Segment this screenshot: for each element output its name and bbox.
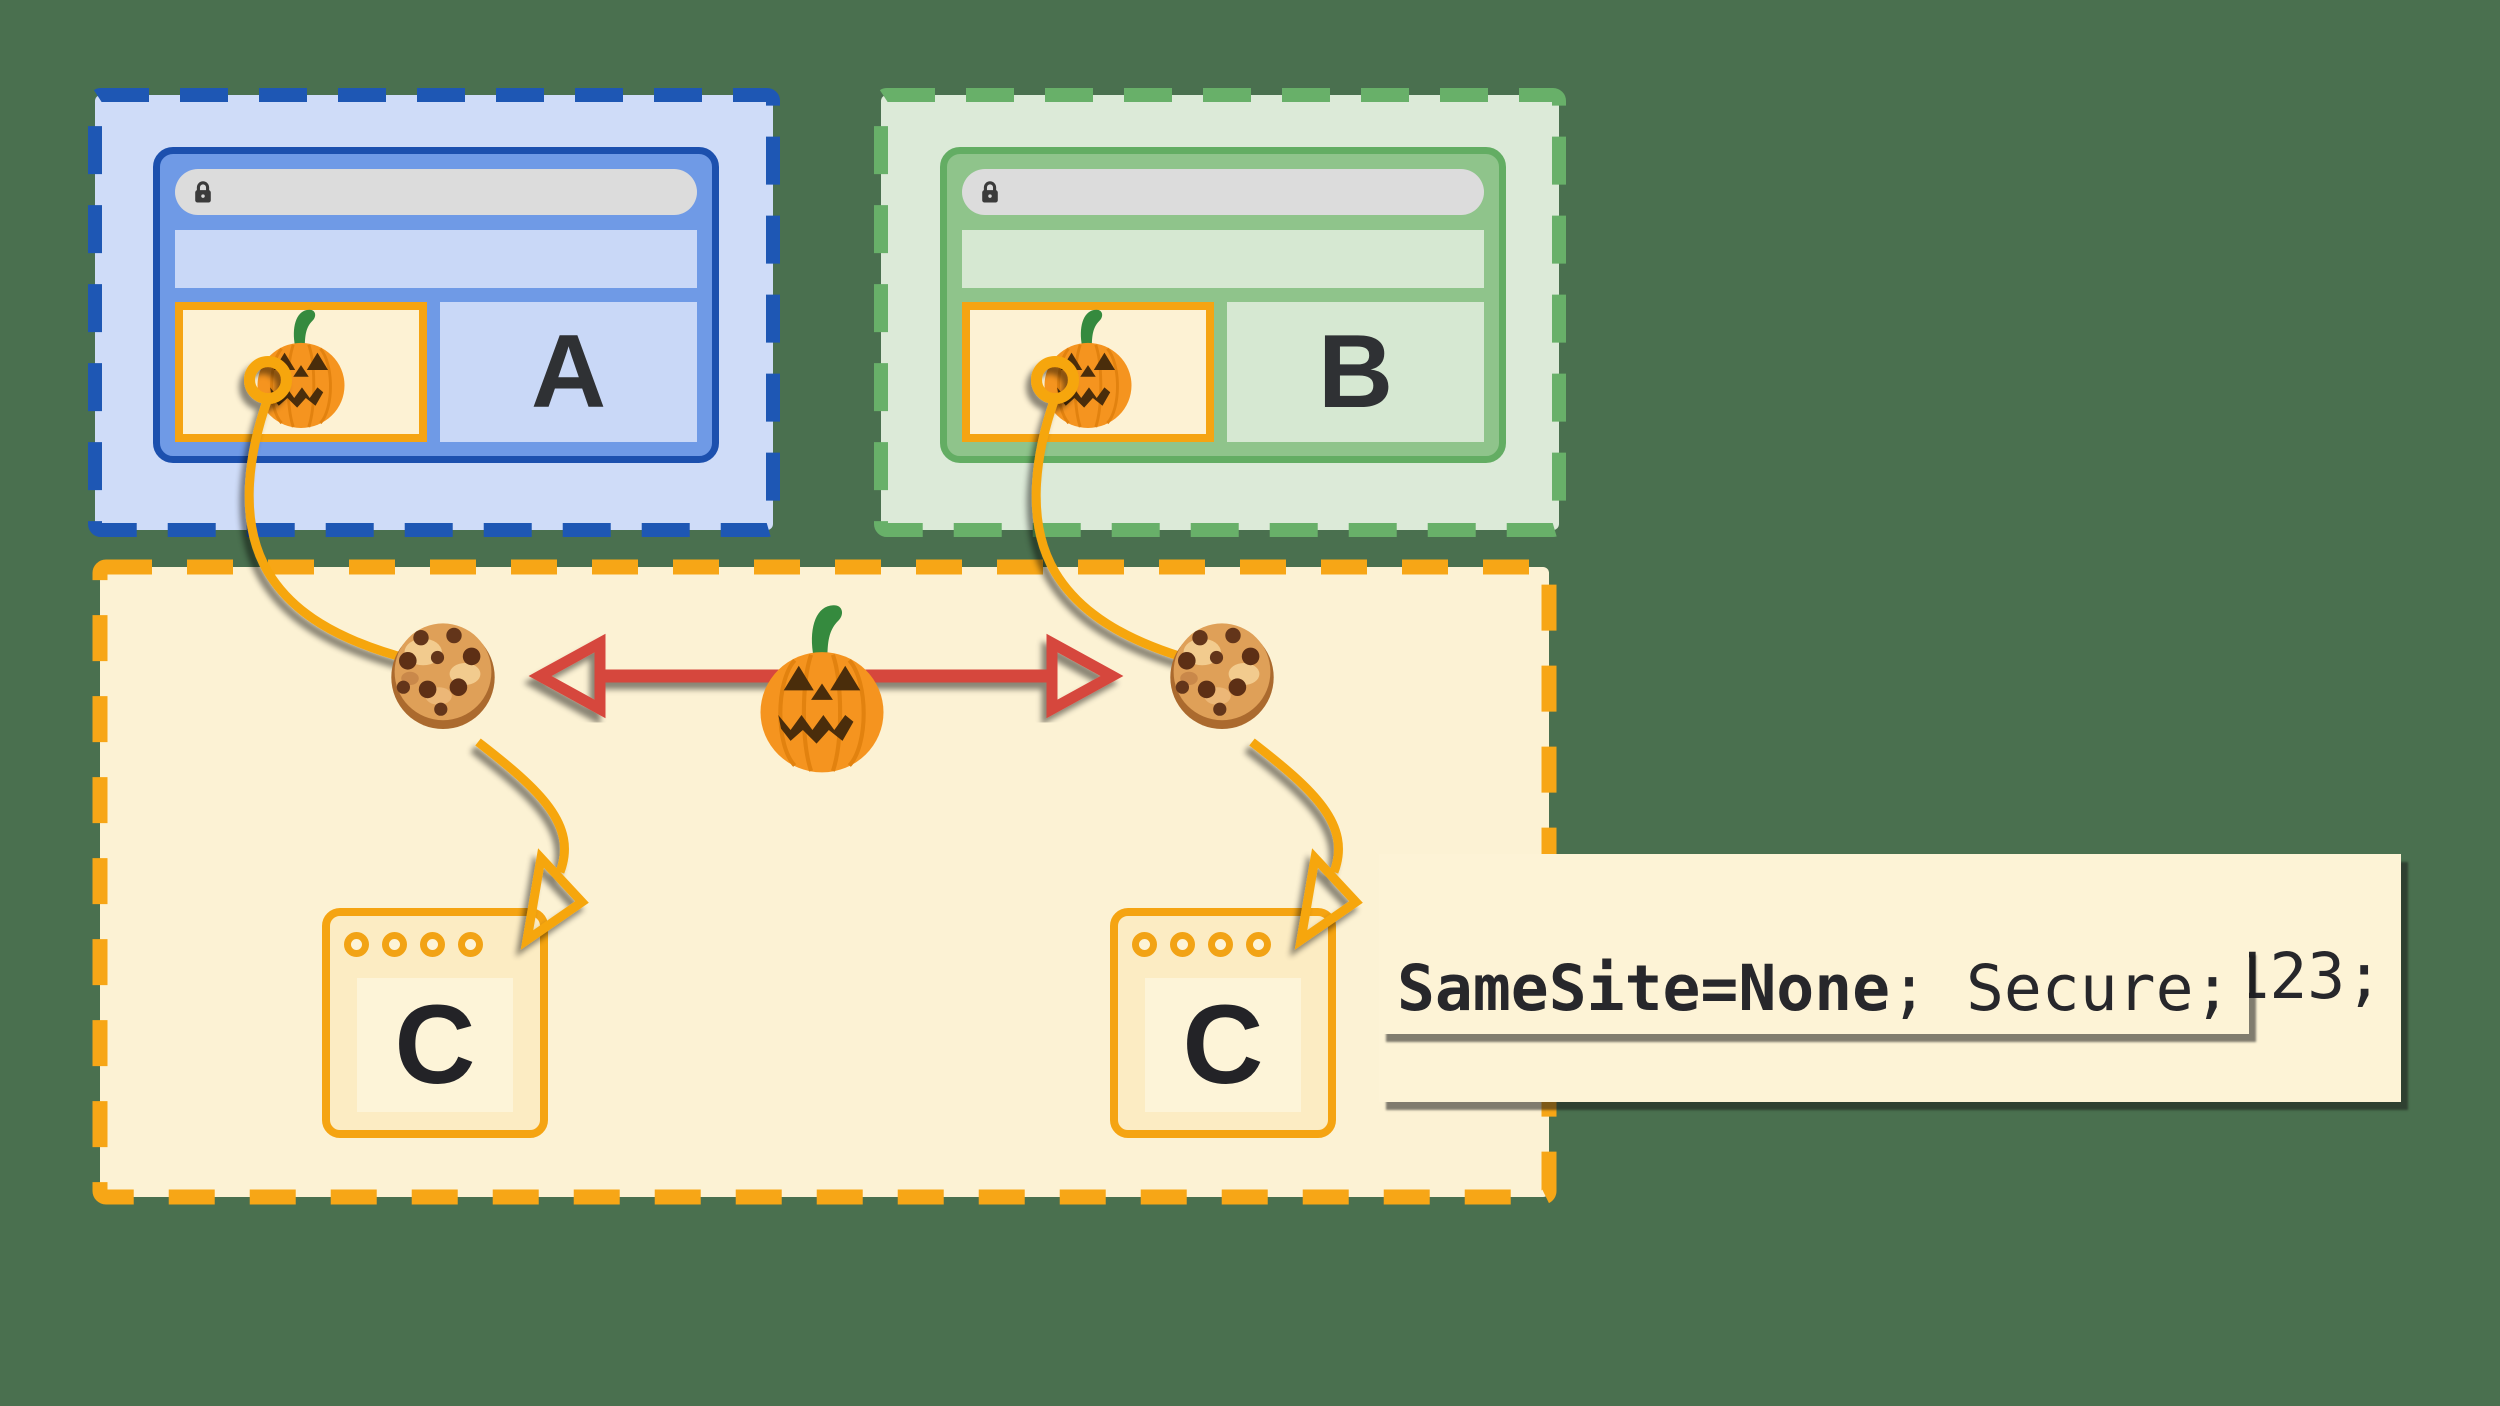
c-window-panel: C xyxy=(1145,978,1301,1112)
connector-cookie-to-c-right xyxy=(1249,738,1343,874)
window-dot-icon xyxy=(382,932,407,957)
site-b-label: B xyxy=(1317,314,1394,430)
toolbar-band-a xyxy=(175,230,697,288)
window-dot-icon xyxy=(1170,932,1195,957)
cookie-icon-right xyxy=(1156,608,1288,740)
lock-icon xyxy=(192,179,214,205)
window-dot-icon xyxy=(344,932,369,957)
c-window-header xyxy=(344,932,483,957)
browser-window-b: B xyxy=(940,147,1506,463)
browser-window-a: A xyxy=(153,147,719,463)
pumpkin-icon xyxy=(1030,306,1146,432)
site-b-content: B xyxy=(1227,302,1484,442)
site-a-label: A xyxy=(530,314,607,430)
toolbar-band-b xyxy=(962,230,1484,288)
c-window-header xyxy=(1132,932,1271,957)
window-dot-icon xyxy=(420,932,445,957)
cookie-icon-left xyxy=(377,608,509,740)
iframe-embed-c-in-b xyxy=(962,302,1214,442)
iframe-embed-c-in-a xyxy=(175,302,427,442)
window-dot-icon xyxy=(1208,932,1233,957)
address-bar-a xyxy=(175,169,697,215)
code-text: ; Secure; xyxy=(1890,952,2232,1025)
window-dot-icon xyxy=(1246,932,1271,957)
arrowhead-left-icon xyxy=(528,633,606,719)
pumpkin-icon xyxy=(243,306,359,432)
connector-cookie-to-c-left xyxy=(475,738,569,874)
address-bar-b xyxy=(962,169,1484,215)
set-cookie-annotation-line2: SameSite=None; Secure; xyxy=(1379,947,2250,1034)
third-party-window-c-right: C xyxy=(1110,908,1336,1138)
site-a-content: A xyxy=(440,302,697,442)
code-text-bold: SameSite=None xyxy=(1397,952,1891,1025)
third-party-window-c-left: C xyxy=(322,908,548,1138)
pumpkin-icon-center xyxy=(740,600,904,778)
lock-icon xyxy=(979,179,1001,205)
c-window-panel: C xyxy=(357,978,513,1112)
window-dot-icon xyxy=(1132,932,1157,957)
c-right-label: C xyxy=(1182,982,1264,1107)
arrowhead-right-icon xyxy=(1046,633,1124,719)
window-dot-icon xyxy=(458,932,483,957)
c-left-label: C xyxy=(394,982,476,1107)
